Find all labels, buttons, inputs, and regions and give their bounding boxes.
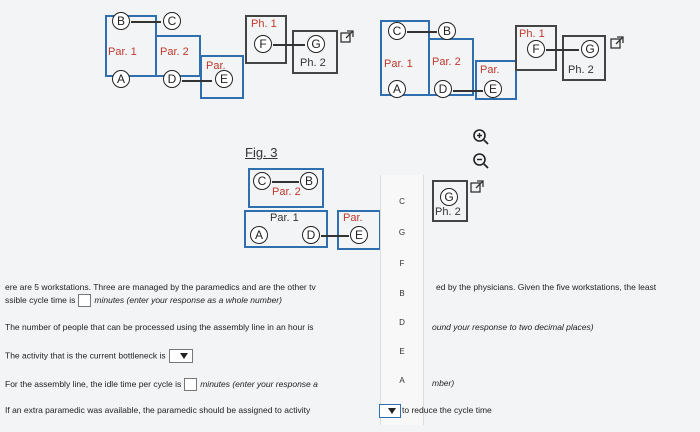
edge (546, 49, 579, 51)
dropdown-option[interactable]: G (398, 228, 406, 237)
ph1-box (245, 15, 287, 64)
node-a: A (388, 80, 406, 98)
figure-title: Fig. 3 (245, 145, 278, 160)
node-c: C (388, 22, 406, 40)
q2-text-left: The number of people that can be process… (5, 322, 314, 332)
node-e: E (484, 80, 502, 98)
edge (272, 181, 299, 183)
node-f: F (254, 35, 272, 53)
node-a: A (250, 226, 268, 244)
idle-time-input[interactable] (184, 378, 198, 391)
cycle-time-input[interactable] (78, 294, 92, 307)
node-g: G (440, 188, 458, 206)
label-par3: Par. (206, 60, 226, 72)
label-ph1: Ph. 1 (251, 18, 277, 30)
par3-box (475, 60, 517, 100)
label-ph2: Ph. 2 (568, 64, 594, 76)
edge (182, 80, 212, 82)
q5-text-right: to reduce the cycle time (402, 405, 492, 415)
label-par2: Par. 2 (432, 56, 461, 68)
extra-paramedic-select[interactable] (379, 404, 401, 418)
label-ph2: Ph. 2 (300, 57, 326, 69)
node-b: B (300, 172, 318, 190)
node-e: E (215, 70, 233, 88)
label-par3: Par. (480, 64, 500, 76)
node-c: C (163, 12, 181, 30)
node-b: B (438, 22, 456, 40)
q3-text: The activity that is the current bottlen… (5, 349, 193, 363)
activity-dropdown-list[interactable]: C G F B D E A (380, 175, 424, 425)
dropdown-option[interactable]: C (399, 197, 405, 206)
node-d: D (302, 226, 320, 244)
ph2-box (432, 180, 468, 222)
edge (407, 31, 437, 33)
q1-text-left: ere are 5 workstations. Three are manage… (5, 282, 316, 292)
node-g: G (581, 40, 599, 58)
label-par3: Par. (343, 212, 363, 224)
ph2-box (562, 35, 606, 81)
bottleneck-select[interactable] (168, 349, 193, 363)
q2-text-right: ound your response to two decimal places… (432, 322, 594, 332)
node-c: C (253, 172, 271, 190)
zoom-out-icon[interactable] (472, 152, 490, 170)
node-f: F (527, 40, 545, 58)
external-link-icon[interactable] (610, 36, 624, 50)
node-b: B (112, 12, 130, 30)
label-ph1: Ph. 1 (519, 28, 545, 40)
external-link-icon[interactable] (470, 180, 484, 194)
label-par1: Par. 1 (108, 46, 137, 58)
ph2-box (292, 30, 338, 74)
par3-box (200, 55, 244, 99)
dropdown-option[interactable]: E (399, 347, 405, 356)
dropdown-option[interactable]: D (399, 318, 405, 327)
label-par1: Par. 1 (270, 212, 299, 224)
label-par2: Par. 2 (160, 46, 189, 58)
edge (453, 90, 483, 92)
dropdown-option[interactable]: F (399, 259, 405, 268)
node-d: D (434, 80, 452, 98)
label-ph2: Ph. 2 (435, 206, 461, 218)
node-a: A (112, 70, 130, 88)
zoom-in-icon[interactable] (472, 128, 490, 146)
node-e: E (350, 226, 368, 244)
q4-text-right: mber) (432, 378, 455, 388)
q4-text: For the assembly line, the idle time per… (5, 378, 318, 391)
ph1-box (515, 25, 557, 71)
external-link-icon[interactable] (340, 30, 354, 44)
par2-box (248, 168, 324, 208)
dropdown-option[interactable]: B (399, 289, 405, 298)
q1-text-right: ed by the physicians. Given the five wor… (436, 282, 657, 292)
edge (321, 235, 349, 237)
node-g: G (307, 35, 325, 53)
node-d: D (163, 70, 181, 88)
edge (131, 21, 161, 23)
label-par1: Par. 1 (384, 58, 413, 70)
dropdown-option[interactable]: A (399, 376, 405, 385)
label-par2: Par. 2 (272, 186, 301, 198)
q5-text: If an extra paramedic was available, the… (5, 405, 311, 415)
par1-box (244, 210, 328, 248)
edge (273, 44, 305, 46)
